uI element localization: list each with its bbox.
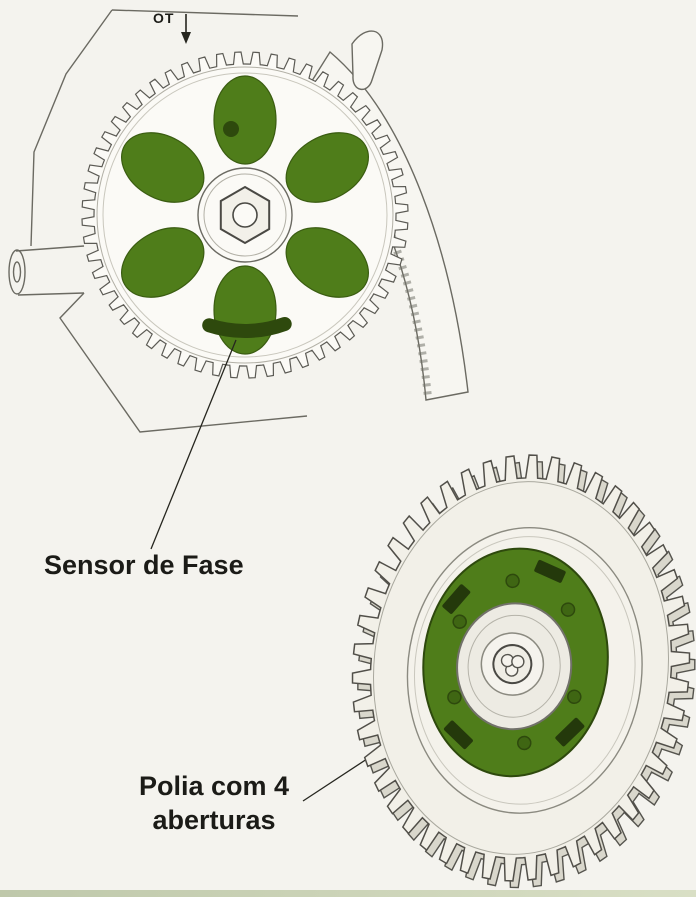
boss-top-line: [15, 245, 85, 252]
boss-bottom-line: [17, 292, 85, 296]
sensor-leader-line: [150, 339, 237, 550]
pulley-label-line1: Polia com 4: [138, 771, 290, 801]
phase-wheel-dowel: [223, 121, 239, 137]
center-spline-lobe: [511, 654, 525, 669]
boss-end-hole: [12, 261, 22, 283]
crankshaft-pulley: [351, 454, 696, 889]
phase-wheel-window: [213, 75, 277, 165]
phase-ring-hole: [505, 573, 520, 589]
pulley-root-circle: [373, 481, 669, 855]
hex-nut-bore: [232, 202, 258, 228]
ot-mark-label: OT: [153, 10, 175, 26]
sensor-de-fase-label: Sensor de Fase: [44, 550, 244, 580]
phase-wheel-window: [120, 132, 205, 203]
pulley-opening: [442, 584, 471, 614]
boss-end-face: [8, 249, 26, 295]
camshaft-gear-rim: [96, 66, 394, 364]
phase-ring-hole: [452, 614, 467, 629]
pulley-label: Polia com 4 aberturas: [98, 770, 330, 838]
camshaft-hub-ring: [203, 173, 287, 257]
ot-arrow-head: [181, 32, 191, 44]
pulley-hub-ring: [467, 614, 561, 718]
phase-wheel-window: [120, 227, 205, 298]
phase-wheel-window: [285, 132, 370, 203]
camshaft-gear-rim-inner: [102, 72, 388, 358]
tensioner-tab: [351, 30, 384, 90]
phase-ring-hole: [567, 689, 582, 705]
housing-left-edge: [30, 9, 113, 247]
pulley-opening: [534, 559, 566, 583]
phase-wheel-window: [285, 227, 370, 298]
pulley-web-ring: [413, 536, 636, 805]
phase-ring-hole: [517, 735, 532, 751]
phase-wheel-window: [213, 265, 277, 355]
phase-sensor-marker: [202, 317, 292, 338]
housing-bottom-edge: [59, 292, 308, 433]
engine-housing-outline: [8, 9, 308, 433]
pulley-opening: [443, 720, 473, 750]
scan-edge-strip: [0, 890, 696, 897]
phase-ring-hole: [447, 689, 462, 705]
pulley-label-line2: aberturas: [152, 804, 276, 835]
pulley-opening: [555, 717, 585, 747]
camshaft-gear: [81, 51, 409, 379]
housing-top-edge: [111, 9, 299, 17]
ot-mark-arrow: [181, 14, 191, 44]
phase-ring-hole: [560, 602, 576, 617]
